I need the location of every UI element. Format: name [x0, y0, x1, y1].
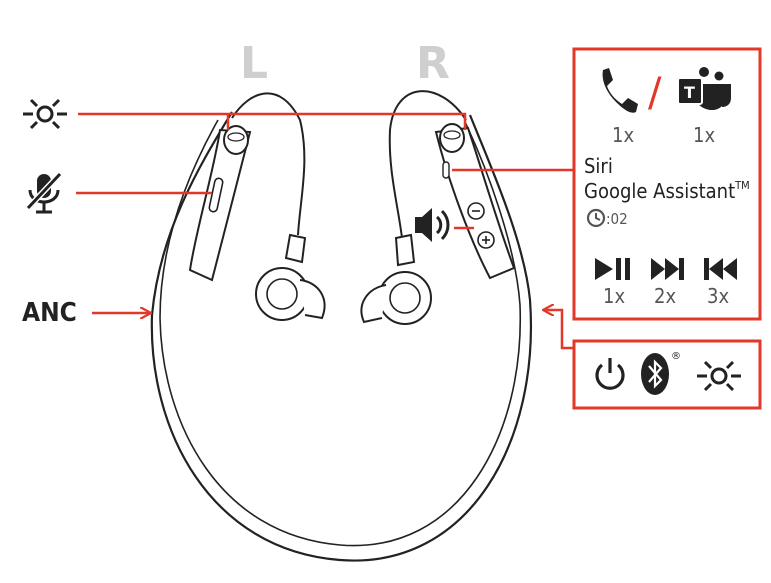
call-press-label: 1x — [612, 123, 634, 147]
trademark-mark: TM — [734, 179, 750, 192]
left-earbud — [231, 92, 326, 321]
play-pause-icon — [595, 258, 630, 280]
registered-mark: ® — [671, 351, 681, 362]
separator-slash: / — [648, 70, 662, 116]
call-icon — [602, 68, 638, 113]
hold-time-label: :02 — [606, 210, 628, 228]
led-leader-line — [78, 112, 467, 130]
teams-icon: T — [677, 67, 731, 110]
anc-label: ANC — [22, 298, 77, 328]
power-leader-line — [544, 310, 574, 350]
previous-track-icon — [704, 258, 737, 280]
clock-icon — [586, 208, 606, 228]
neckband-inner — [159, 119, 522, 547]
led-light-icon-panel — [697, 360, 741, 392]
mute-button[interactable] — [208, 177, 224, 213]
bluetooth-icon — [641, 353, 669, 395]
right-side-label: R — [416, 38, 450, 89]
volume-icon — [415, 208, 450, 242]
teams-press-label: 1x — [693, 123, 715, 147]
volume-down-button[interactable] — [467, 202, 485, 220]
volume-up-button[interactable] — [477, 231, 495, 249]
led-light-icon — [23, 98, 67, 130]
left-control-module — [188, 125, 252, 282]
play-pause-press-label: 1x — [603, 284, 625, 308]
power-icon — [595, 358, 625, 390]
right-control-module — [434, 123, 516, 280]
right-earbud — [360, 90, 467, 325]
previous-track-press-label: 3x — [707, 284, 729, 308]
teams-logo-letter: T — [684, 83, 695, 102]
next-track-press-label: 2x — [654, 284, 676, 308]
left-side-label: L — [240, 38, 268, 89]
neckband — [150, 111, 532, 562]
call-button[interactable] — [442, 161, 450, 179]
next-track-icon — [651, 258, 684, 280]
assistant-google-label: Google AssistantTM — [584, 179, 750, 203]
assistant-siri-label: Siri — [584, 154, 613, 178]
mic-mute-icon — [25, 171, 63, 214]
